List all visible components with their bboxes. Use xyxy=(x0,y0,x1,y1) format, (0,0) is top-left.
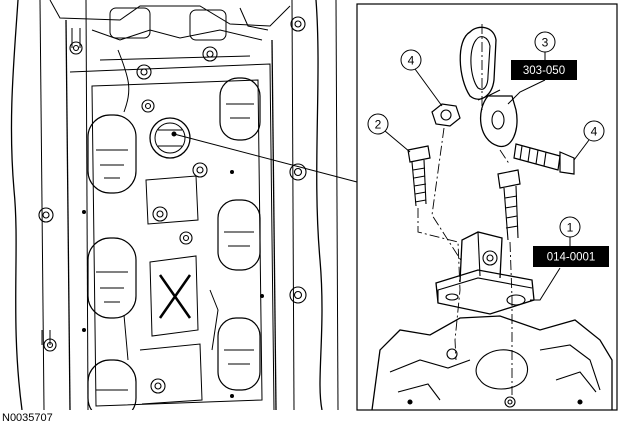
callout-1-number: 1 xyxy=(567,221,574,235)
detail-illustration xyxy=(371,24,613,410)
callout-4a-number: 4 xyxy=(408,54,415,68)
part-number-303-050: 303-050 xyxy=(523,65,565,77)
callout-2-number: 2 xyxy=(375,118,382,132)
callout-4a-circle xyxy=(400,49,422,71)
part-label-box-1 xyxy=(533,246,609,267)
callout-3-number: 3 xyxy=(542,36,549,50)
callout-4b-circle xyxy=(583,120,605,142)
part-label-box-3 xyxy=(511,60,577,80)
detail-frame xyxy=(356,3,618,411)
part-number-014-0001: 014-0001 xyxy=(547,252,596,264)
callout-4b-number: 4 xyxy=(591,125,598,139)
callout-2-circle xyxy=(367,113,389,135)
engine-head-illustration xyxy=(10,0,339,410)
figure-id: N0035707 xyxy=(2,412,53,424)
detail-leader xyxy=(171,131,358,183)
